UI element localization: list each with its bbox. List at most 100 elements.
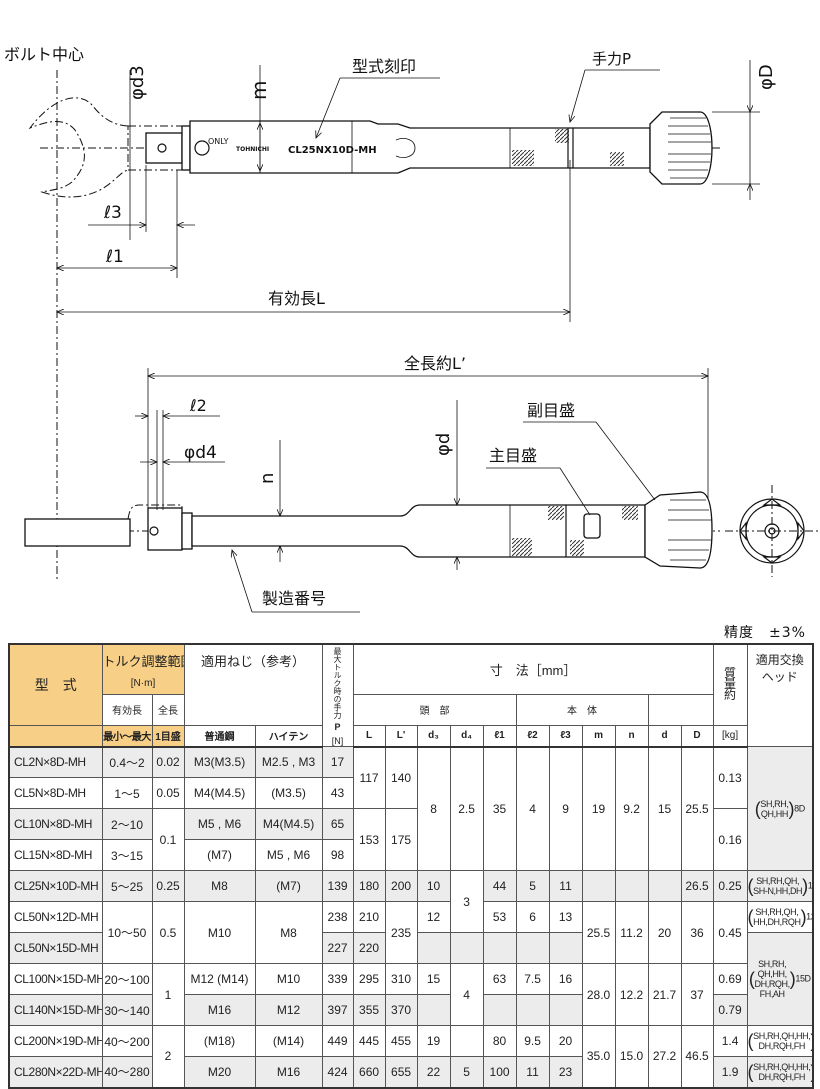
model-cell: CL2N×8D-MH xyxy=(8,746,103,778)
value-cell: M16 xyxy=(183,994,256,1026)
only-mark: ONLY xyxy=(208,137,229,146)
value-cell: 13 xyxy=(548,901,583,933)
header-dimensions: 寸 法［mm］ xyxy=(352,643,714,695)
value-cell: 449 xyxy=(321,1025,354,1057)
side-view-wrench xyxy=(24,491,720,569)
exchange-head-line: SH,RH,QH, xyxy=(755,907,799,917)
l1-label: ℓ1 xyxy=(105,247,124,267)
l3-label: ℓ3 xyxy=(103,203,122,223)
value-cell: 1～5 xyxy=(101,777,153,809)
value-cell: 25.5 xyxy=(680,746,714,871)
value-cell: 0.02 xyxy=(151,746,185,778)
header-model: 型 式 xyxy=(8,643,103,726)
header-model-cont xyxy=(8,725,103,748)
exchange-head-size: 12D xyxy=(806,911,812,922)
exchange-head-cell: (SH,RH,QH,HH,DH,RQH,FH)19D xyxy=(746,1025,814,1057)
header-overall-length: 全長 xyxy=(151,693,185,726)
value-cell: 3～15 xyxy=(101,839,153,871)
value-cell: 9.2 xyxy=(614,746,649,871)
phi-d-label: φd xyxy=(433,433,454,456)
value-cell: 16 xyxy=(548,963,583,995)
value-cell: 1.4 xyxy=(712,1025,748,1057)
header-mass-unit: [kg] xyxy=(712,724,748,748)
header-head: 頭 部 xyxy=(352,693,517,726)
value-cell: 30～140 xyxy=(101,994,153,1026)
phi-d3-label: φd3 xyxy=(127,65,148,100)
value-cell: 9 xyxy=(548,746,583,871)
model-cell: CL25N×10D-MH xyxy=(8,870,103,902)
value-cell: (M7) xyxy=(254,870,323,902)
value-cell: 455 xyxy=(384,1025,418,1057)
model-cell: CL50N×12D-MH xyxy=(8,901,103,933)
exchange-head-line: SH,RH, xyxy=(758,959,787,969)
value-cell: 22 xyxy=(416,1056,451,1088)
value-cell: 44 xyxy=(482,870,517,902)
value-cell: 0.1 xyxy=(151,808,185,871)
value-cell: 53 xyxy=(482,901,517,933)
header-d: d xyxy=(647,724,682,748)
value-cell: 5～25 xyxy=(101,870,153,902)
model-cell: CL200N×19D-MH xyxy=(8,1025,103,1057)
value-cell: 0.13 xyxy=(712,746,748,809)
exchange-head-line: SH,RH,QH, xyxy=(756,876,800,886)
value-cell: 7.5 xyxy=(515,963,550,995)
value-cell xyxy=(449,932,484,964)
value-cell: 238 xyxy=(321,901,354,933)
wrench-dimension-drawing: ボルト中心 ONLY TOHNICHI CL25NX10D-MH φd3 m 型… xyxy=(4,45,818,613)
hand-force-label: 手力P xyxy=(592,50,631,68)
value-cell: 23 xyxy=(548,1056,583,1088)
exchange-head-line: SH,RH, xyxy=(760,798,789,809)
value-cell: 4 xyxy=(515,746,550,871)
value-cell: 310 xyxy=(384,963,418,995)
exchange-head-cell: (SH,RH,QH,SH-N,HH,DH)10D xyxy=(746,870,814,902)
value-cell: 10～50 xyxy=(101,901,153,964)
value-cell: 4 xyxy=(449,963,484,1026)
value-cell xyxy=(581,870,616,902)
value-cell: 35.0 xyxy=(581,1025,616,1088)
header-n: n xyxy=(614,724,649,748)
header-L: L xyxy=(352,724,386,748)
value-cell xyxy=(647,870,682,902)
value-cell: 445 xyxy=(352,1025,386,1057)
value-cell: (M7) xyxy=(183,839,256,871)
header-normal-steel: 普通鋼 xyxy=(183,724,256,748)
model-cell: CL50N×15D-MH xyxy=(8,932,103,964)
value-cell: M4(M4.5) xyxy=(254,808,323,840)
value-cell xyxy=(416,932,451,964)
value-cell: M10 xyxy=(183,901,256,964)
value-cell: 27.2 xyxy=(647,1025,682,1088)
value-cell: 220 xyxy=(352,932,386,964)
top-view-wrench: ONLY TOHNICHI CL25NX10D-MH xyxy=(28,97,720,198)
value-cell: 80 xyxy=(482,1025,517,1057)
value-cell: 98 xyxy=(321,839,354,871)
header-l3: ℓ3 xyxy=(548,724,583,748)
value-cell: M20 xyxy=(183,1056,256,1088)
model-cell: CL15N×8D-MH xyxy=(8,839,103,871)
value-cell: M8 xyxy=(183,870,256,902)
value-cell: M16 xyxy=(254,1056,323,1088)
value-cell: 21.7 xyxy=(647,963,682,1026)
accuracy-note: 精度 ±3% xyxy=(724,625,806,641)
value-cell: (M14) xyxy=(254,1025,323,1057)
header-P: P xyxy=(334,722,341,732)
exchange-head-line: FH,AH xyxy=(759,989,785,999)
header-torque-range-label: トルク調整範囲 xyxy=(102,654,183,669)
value-cell: 46.5 xyxy=(680,1025,714,1088)
value-cell: 10 xyxy=(416,870,451,902)
value-cell: 0.16 xyxy=(712,808,748,871)
value-cell: 9.5 xyxy=(515,1025,550,1057)
exchange-head-size: 15D xyxy=(795,973,811,984)
value-cell: 117 xyxy=(352,746,386,809)
value-cell: 0.69 xyxy=(712,963,748,995)
value-cell: 11.2 xyxy=(614,901,649,964)
value-cell: 2 xyxy=(151,1025,185,1088)
phi-D-label: φD xyxy=(756,64,777,90)
exchange-head-line: DH,RQH,FH xyxy=(758,1041,806,1051)
value-cell: 153 xyxy=(352,808,386,871)
value-cell: 200 xyxy=(384,870,418,902)
value-cell: 424 xyxy=(321,1056,354,1088)
value-cell: 660 xyxy=(352,1056,386,1088)
